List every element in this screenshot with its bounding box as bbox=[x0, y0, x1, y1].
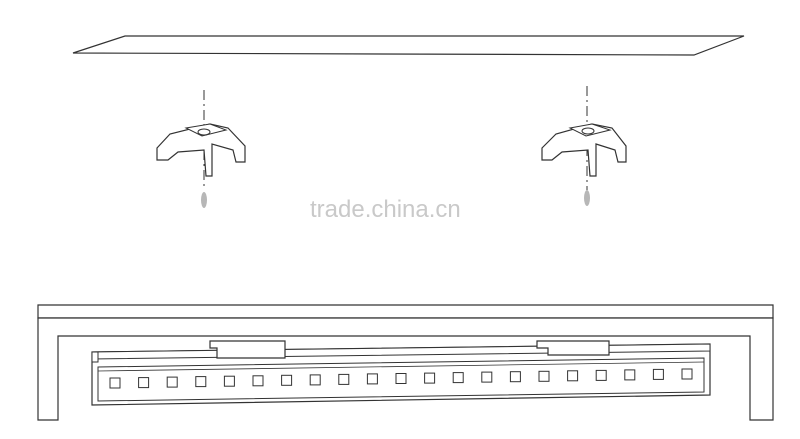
led-cell bbox=[309, 374, 321, 386]
led-cell bbox=[252, 375, 264, 387]
led-cell bbox=[195, 376, 207, 388]
led-cell bbox=[652, 368, 664, 380]
watermark-text: trade.china.cn bbox=[310, 196, 461, 223]
clip-left-body bbox=[156, 123, 246, 177]
led-cell bbox=[481, 371, 493, 383]
fixture-inner-line bbox=[97, 361, 705, 372]
fixture-bracket-left bbox=[209, 340, 286, 359]
led-cell bbox=[452, 372, 464, 384]
led-cell bbox=[538, 370, 550, 382]
led-cell bbox=[624, 369, 636, 381]
ceiling-panel bbox=[72, 35, 745, 56]
linear-light-fixture bbox=[91, 340, 711, 406]
led-cell bbox=[166, 376, 178, 388]
led-cell bbox=[138, 377, 150, 389]
led-array bbox=[109, 368, 693, 389]
led-cell bbox=[567, 370, 579, 382]
clip-right-hole bbox=[581, 127, 595, 135]
led-cell bbox=[595, 369, 607, 381]
led-cell bbox=[681, 368, 693, 380]
led-cell bbox=[366, 373, 378, 385]
led-cell bbox=[223, 375, 235, 387]
ceiling-base bbox=[37, 304, 774, 421]
led-cell bbox=[338, 373, 350, 385]
fixture-bracket-right bbox=[536, 340, 610, 356]
mounting-clip-right bbox=[541, 86, 627, 206]
clip-left-hole bbox=[197, 128, 211, 136]
led-cell bbox=[424, 372, 436, 384]
base-top-face bbox=[37, 304, 774, 319]
screw-left-icon bbox=[201, 192, 207, 208]
screw-right-icon bbox=[584, 190, 590, 206]
base-front-face bbox=[37, 317, 774, 421]
led-cell bbox=[109, 377, 121, 389]
mounting-clip-left bbox=[156, 90, 246, 208]
fixture-end-cap bbox=[91, 351, 99, 363]
led-cell bbox=[395, 373, 407, 384]
clip-right-body bbox=[541, 123, 627, 177]
led-cell bbox=[509, 371, 521, 383]
led-cell bbox=[281, 374, 293, 386]
